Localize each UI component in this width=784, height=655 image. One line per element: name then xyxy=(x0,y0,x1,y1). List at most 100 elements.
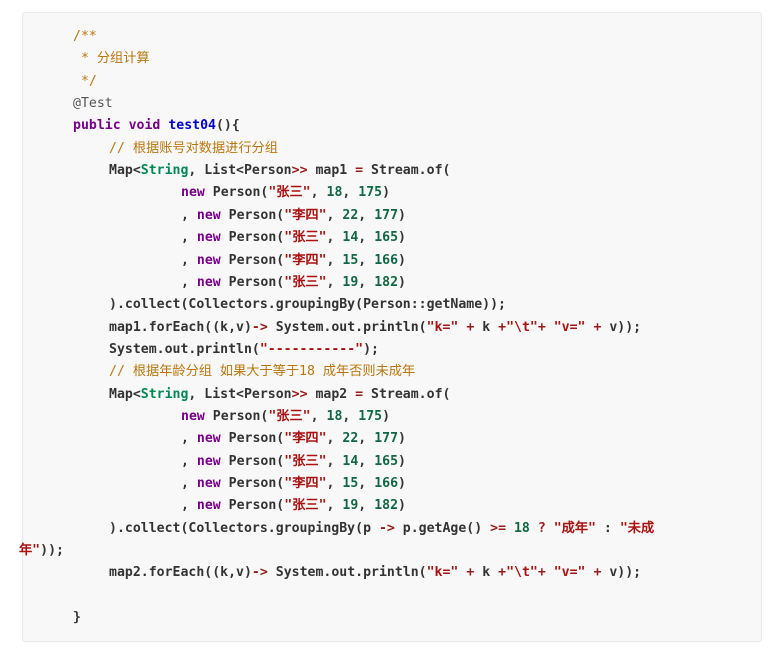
code-token-comment: /** xyxy=(73,29,97,44)
code-token-plain: , xyxy=(358,252,375,268)
code-token-plain: System.out.println( xyxy=(109,341,260,357)
code-token-keyword: new xyxy=(196,230,221,246)
code-token-plain: , xyxy=(358,207,375,223)
code-token-plain xyxy=(506,521,514,536)
code-token-operator: + xyxy=(498,319,507,335)
code-token-number: 19 xyxy=(342,274,359,290)
code-token-string: "李四" xyxy=(284,476,327,491)
code-token-plain: Person( xyxy=(220,230,285,246)
code-token-plain: Person( xyxy=(220,476,285,491)
code-token-plain: Stream.of( xyxy=(363,386,451,402)
code-token-plain: , xyxy=(181,230,197,246)
code-line: new Person("张三", 18, 175) xyxy=(181,182,390,204)
code-line: , new Person("李四", 22, 177) xyxy=(181,428,406,450)
code-token-plain: , xyxy=(181,476,197,491)
code-token-plain: , xyxy=(326,476,343,491)
code-token-comment: */ xyxy=(73,73,97,89)
code-token-plain: Person( xyxy=(220,453,285,469)
code-token-plain: k xyxy=(474,565,499,581)
code-token-keyword: new xyxy=(196,274,221,290)
code-token-number: 177 xyxy=(374,431,399,447)
code-token-operator: -> xyxy=(251,319,268,335)
code-token-keyword: new xyxy=(181,185,205,201)
code-token-number: 18 xyxy=(326,408,343,424)
code-line: ).collect(Collectors.groupingBy(Person::… xyxy=(109,294,506,316)
code-token-plain: , xyxy=(358,476,375,491)
code-token-number: 18 xyxy=(513,520,530,536)
code-token-keyword: new xyxy=(196,252,221,268)
code-line: 年")); xyxy=(19,540,64,562)
code-token-operator: + xyxy=(498,565,507,581)
code-token-plain: map2 xyxy=(307,386,356,402)
code-token-string: "k=" xyxy=(426,565,459,581)
code-token-string: "张三" xyxy=(284,498,327,514)
code-token-plain: ).collect(Collectors.groupingBy(p xyxy=(109,520,379,536)
code-token-plain: , xyxy=(326,207,343,223)
code-token-plain: ) xyxy=(398,476,406,491)
code-line: , new Person("张三", 19, 182) xyxy=(181,272,406,294)
code-token-plain: Person( xyxy=(204,185,269,201)
code-token-number: 15 xyxy=(342,476,359,491)
code-token-plain: ); xyxy=(363,341,379,357)
code-token-number: 22 xyxy=(342,431,359,447)
code-token-plain: , xyxy=(342,185,359,201)
code-token-plain: , xyxy=(326,453,343,469)
code-token-string: "v=" xyxy=(553,565,586,581)
code-token-plain: , xyxy=(358,453,375,469)
code-token-operator: + xyxy=(593,319,602,335)
code-token-plain: , xyxy=(358,498,375,514)
code-token-number: 175 xyxy=(358,408,383,424)
code-token-plain: , xyxy=(326,498,343,514)
code-token-operator: + xyxy=(466,565,475,581)
code-token-plain: , xyxy=(326,230,343,246)
code-token-comment: // 根据年龄分组 如果大于等于18 成年否则未成年 xyxy=(109,364,416,380)
code-token-plain xyxy=(121,118,129,133)
code-token-number: 182 xyxy=(374,274,399,290)
code-token-number: 182 xyxy=(374,498,399,514)
code-token-operator: + xyxy=(537,319,546,335)
code-token-plain: ) xyxy=(398,431,406,447)
code-line: ).collect(Collectors.groupingBy(p -> p.g… xyxy=(109,518,654,540)
code-token-plain: p.getAge() xyxy=(394,520,491,536)
code-line: */ xyxy=(73,71,97,93)
code-line: , new Person("李四", 15, 166) xyxy=(181,473,406,495)
code-token-plain: ) xyxy=(382,408,391,424)
code-token-string: "张三" xyxy=(284,453,327,469)
code-token-plain: )); xyxy=(40,543,64,559)
code-token-method: test04 xyxy=(168,118,216,134)
code-token-operator: + xyxy=(466,319,475,335)
code-token-plain: } xyxy=(73,610,81,626)
code-token-operator: + xyxy=(593,565,602,581)
code-token-plain xyxy=(546,565,554,580)
code-line: map1.forEach((k,v)-> System.out.println(… xyxy=(109,317,641,339)
code-token-plain: v)); xyxy=(601,565,642,581)
code-token-string: "李四" xyxy=(284,431,327,447)
code-token-plain: , xyxy=(326,431,343,447)
code-token-plain: Person( xyxy=(220,498,285,514)
code-token-plain: , xyxy=(358,431,375,447)
code-token-annotation: @Test xyxy=(73,96,113,112)
code-token-plain: , xyxy=(181,498,197,514)
code-token-operator: >> xyxy=(291,163,308,179)
code-token-keyword: new xyxy=(196,498,221,514)
code-token-plain: ) xyxy=(398,498,406,514)
code-token-plain: v)); xyxy=(601,319,642,335)
code-token-number: 14 xyxy=(342,230,359,246)
code-line: , new Person("张三", 14, 165) xyxy=(181,227,406,249)
code-token-operator: + xyxy=(537,565,546,581)
code-token-string: "成年" xyxy=(553,520,596,536)
code-token-keyword: new xyxy=(196,453,221,469)
code-token-plain: System.out.println( xyxy=(267,319,427,335)
code-line: map2.forEach((k,v)-> System.out.println(… xyxy=(109,562,641,584)
code-token-plain xyxy=(546,521,554,536)
code-token-plain xyxy=(530,521,538,536)
code-line: new Person("张三", 18, 175) xyxy=(181,406,390,428)
code-token-number: 177 xyxy=(374,207,399,223)
code-token-plain: map1 xyxy=(307,163,356,179)
code-token-string: "\t" xyxy=(506,565,538,581)
code-line: public void test04(){ xyxy=(73,115,240,137)
code-token-operator: -> xyxy=(251,565,268,581)
code-token-number: 175 xyxy=(358,185,383,201)
code-token-operator: = xyxy=(355,163,364,179)
